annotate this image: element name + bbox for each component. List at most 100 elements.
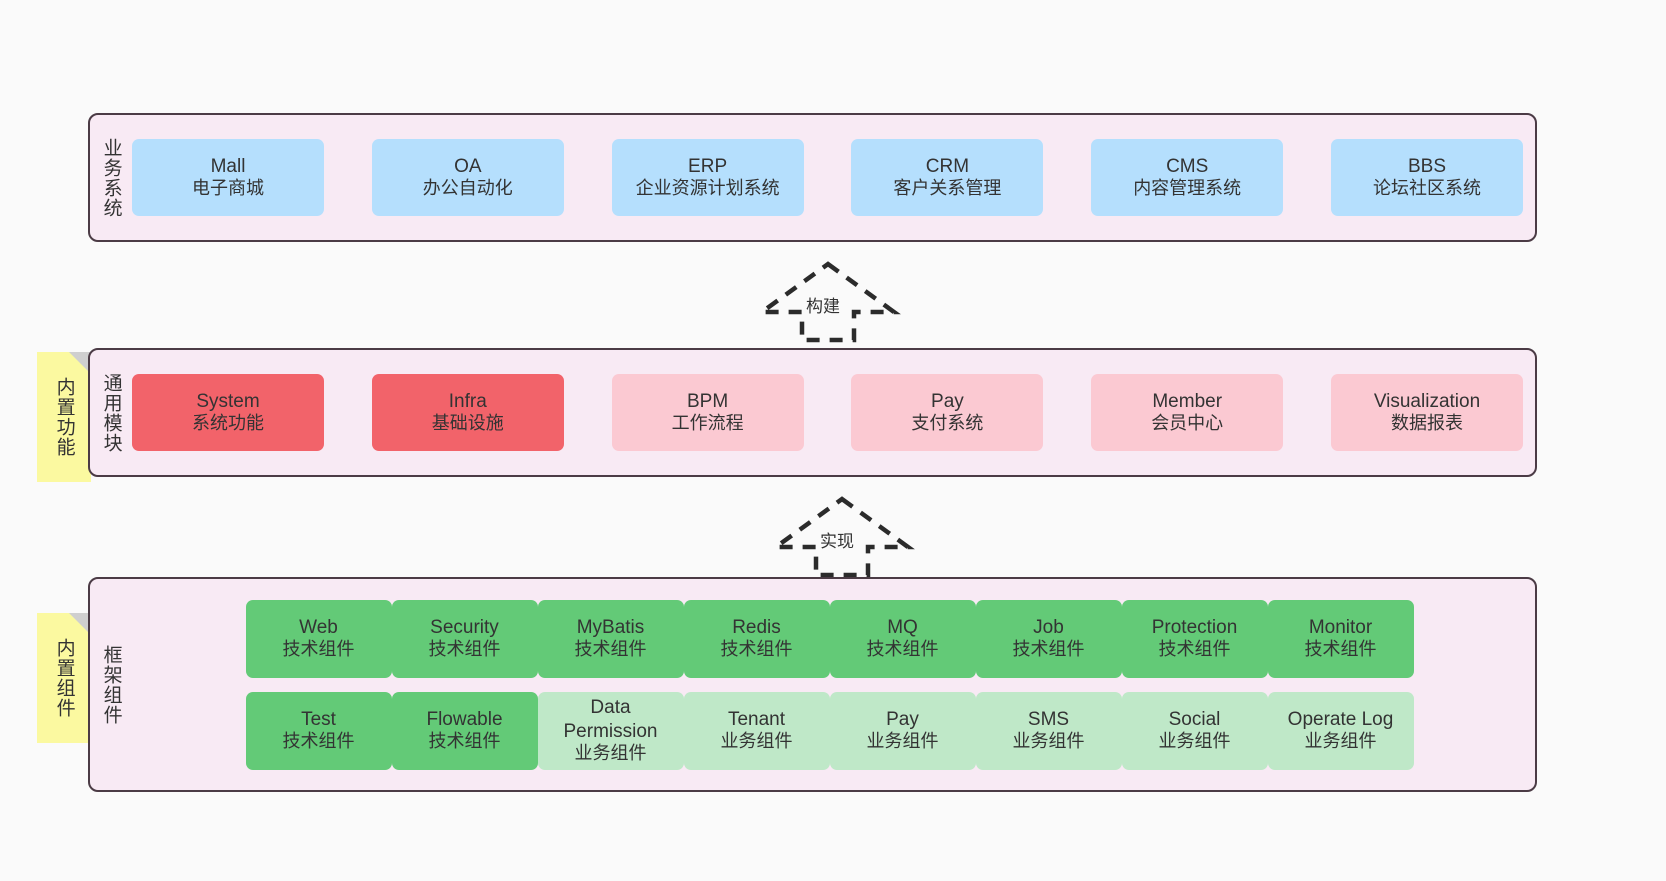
- framework-box-security-name: Security: [430, 616, 499, 638]
- layer-body-framework-components: Web 技术组件 Security 技术组件 MyBatis 技术组件 Redi…: [132, 579, 1535, 790]
- framework-box-social[interactable]: Social 业务组件: [1121, 691, 1268, 770]
- framework-box-tenant[interactable]: Tenant 业务组件: [683, 691, 830, 770]
- framework-box-sms-desc: 业务组件: [1012, 731, 1085, 752]
- arrow-implement: 实现: [769, 495, 915, 578]
- module-box-pay-name: Pay: [931, 390, 964, 412]
- layer-body-common-modules: System 系统功能 Infra 基础设施 BPM 工作流程 Pay 支付系统…: [132, 350, 1535, 475]
- business-box-mall-desc: 电子商城: [192, 178, 264, 199]
- business-box-oa[interactable]: OA 办公自动化: [371, 139, 564, 216]
- framework-box-test-desc: 技术组件: [282, 731, 355, 752]
- module-box-visualization-name: Visualization: [1373, 390, 1481, 412]
- business-box-mall-name: Mall: [210, 155, 246, 177]
- layer-label-framework-components: 框架组件: [100, 644, 122, 725]
- arrow-build-shape: [755, 261, 901, 343]
- module-box-member-name: Member: [1152, 390, 1223, 412]
- business-box-erp-name: ERP: [688, 155, 728, 177]
- note-builtin-function: 内置功能: [37, 352, 91, 482]
- business-box-oa-name: OA: [454, 155, 482, 177]
- framework-box-sms-name: SMS: [1027, 708, 1070, 730]
- business-box-oa-desc: 办公自动化: [422, 178, 513, 199]
- business-box-erp[interactable]: ERP 企业资源计划系统: [611, 139, 804, 216]
- framework-box-job-desc: 技术组件: [1012, 639, 1085, 660]
- framework-box-mq-name: MQ: [887, 616, 918, 638]
- framework-box-redis[interactable]: Redis 技术组件: [683, 599, 830, 678]
- framework-box-flowable-desc: 技术组件: [428, 731, 501, 752]
- framework-box-mybatis-name: MyBatis: [576, 616, 645, 638]
- module-box-bpm[interactable]: BPM 工作流程: [611, 374, 804, 451]
- framework-box-monitor[interactable]: Monitor 技术组件: [1267, 599, 1414, 678]
- framework-row-tech: Web 技术组件 Security 技术组件 MyBatis 技术组件 Redi…: [245, 599, 1414, 678]
- layer-label-business-systems: 业务系统: [100, 137, 122, 218]
- module-box-bpm-name: BPM: [687, 390, 729, 412]
- module-box-pay[interactable]: Pay 支付系统: [851, 374, 1044, 451]
- note-builtin-component: 内置组件: [37, 613, 91, 743]
- framework-box-web-name: Web: [299, 616, 338, 638]
- framework-box-protection-desc: 技术组件: [1158, 639, 1231, 660]
- business-box-cms-name: CMS: [1166, 155, 1209, 177]
- layer-framework-components: 框架组件 Web 技术组件 Security 技术组件 MyBatis 技术组件…: [88, 577, 1537, 792]
- arrow-implement-label: 实现: [820, 532, 854, 551]
- arrow-build-label: 构建: [806, 297, 840, 316]
- framework-box-tenant-desc: 业务组件: [720, 731, 793, 752]
- business-box-mall[interactable]: Mall 电子商城: [132, 139, 324, 216]
- business-box-bbs[interactable]: BBS 论坛社区系统: [1330, 139, 1523, 216]
- framework-box-web-desc: 技术组件: [282, 639, 355, 660]
- framework-box-mq-desc: 技术组件: [866, 639, 939, 660]
- business-box-crm[interactable]: CRM 客户关系管理: [851, 139, 1044, 216]
- layer-common-modules: 通用模块 System 系统功能 Infra 基础设施 BPM 工作流程 Pay…: [88, 348, 1537, 477]
- arrow-implement-shape: [769, 496, 915, 578]
- framework-box-pay-name: Pay: [886, 708, 919, 730]
- framework-box-protection-name: Protection: [1151, 616, 1238, 638]
- framework-box-protection[interactable]: Protection 技术组件: [1121, 599, 1268, 678]
- module-box-system-desc: 系统功能: [192, 413, 264, 434]
- framework-box-operate-log[interactable]: Operate Log 业务组件: [1267, 691, 1414, 770]
- framework-box-security[interactable]: Security 技术组件: [391, 599, 538, 678]
- framework-box-pay-desc: 业务组件: [866, 731, 939, 752]
- arrow-build: 构建: [755, 260, 901, 343]
- framework-box-mybatis-desc: 技术组件: [574, 639, 647, 660]
- business-box-crm-name: CRM: [925, 155, 970, 177]
- layer-body-business-systems: Mall 电子商城 OA 办公自动化 ERP 企业资源计划系统 CRM 客户关系…: [132, 115, 1535, 240]
- framework-box-mybatis[interactable]: MyBatis 技术组件: [537, 599, 684, 678]
- business-box-bbs-name: BBS: [1407, 155, 1446, 177]
- module-box-system-name: System: [196, 390, 260, 412]
- framework-box-security-desc: 技术组件: [428, 639, 501, 660]
- framework-box-monitor-name: Monitor: [1308, 616, 1373, 638]
- module-box-visualization[interactable]: Visualization 数据报表: [1330, 374, 1523, 451]
- module-box-member[interactable]: Member 会员中心: [1091, 374, 1284, 451]
- module-box-infra[interactable]: Infra 基础设施: [371, 374, 564, 451]
- business-box-erp-desc: 企业资源计划系统: [635, 178, 780, 199]
- module-box-infra-desc: 基础设施: [431, 413, 504, 434]
- framework-box-test[interactable]: Test 技术组件: [245, 691, 392, 770]
- note-fold-corner-icon: [69, 613, 91, 635]
- module-box-visualization-desc: 数据报表: [1390, 413, 1463, 434]
- framework-box-data-permission-name: Data Permission: [563, 697, 658, 742]
- framework-box-sms[interactable]: SMS 业务组件: [975, 691, 1122, 770]
- framework-row-business: Test 技术组件 Flowable 技术组件 Data Permission …: [245, 691, 1414, 770]
- framework-box-pay[interactable]: Pay 业务组件: [829, 691, 976, 770]
- note-builtin-component-text: 内置组件: [53, 638, 75, 718]
- framework-box-tenant-name: Tenant: [727, 708, 786, 730]
- note-builtin-function-text: 内置功能: [53, 377, 75, 457]
- business-box-cms-desc: 内容管理系统: [1133, 178, 1242, 199]
- layer-business-systems: 业务系统 Mall 电子商城 OA 办公自动化 ERP 企业资源计划系统 CRM…: [88, 113, 1537, 242]
- framework-box-data-permission[interactable]: Data Permission 业务组件: [537, 691, 684, 770]
- framework-box-data-permission-desc: 业务组件: [574, 742, 647, 763]
- framework-box-flowable[interactable]: Flowable 技术组件: [391, 691, 538, 770]
- framework-box-operate-log-desc: 业务组件: [1304, 731, 1377, 752]
- framework-box-operate-log-name: Operate Log: [1287, 708, 1394, 730]
- framework-box-redis-name: Redis: [732, 616, 781, 638]
- framework-box-web[interactable]: Web 技术组件: [245, 599, 392, 678]
- business-box-bbs-desc: 论坛社区系统: [1372, 178, 1481, 199]
- framework-box-job[interactable]: Job 技术组件: [975, 599, 1122, 678]
- module-box-system[interactable]: System 系统功能: [132, 374, 324, 451]
- framework-box-mq[interactable]: MQ 技术组件: [829, 599, 976, 678]
- business-box-cms[interactable]: CMS 内容管理系统: [1091, 139, 1284, 216]
- framework-box-social-desc: 业务组件: [1158, 731, 1231, 752]
- layer-label-common-modules: 通用模块: [100, 372, 122, 453]
- framework-box-flowable-name: Flowable: [426, 708, 503, 730]
- business-box-crm-desc: 客户关系管理: [893, 178, 1002, 199]
- module-box-pay-desc: 支付系统: [911, 413, 984, 434]
- framework-box-monitor-desc: 技术组件: [1304, 639, 1377, 660]
